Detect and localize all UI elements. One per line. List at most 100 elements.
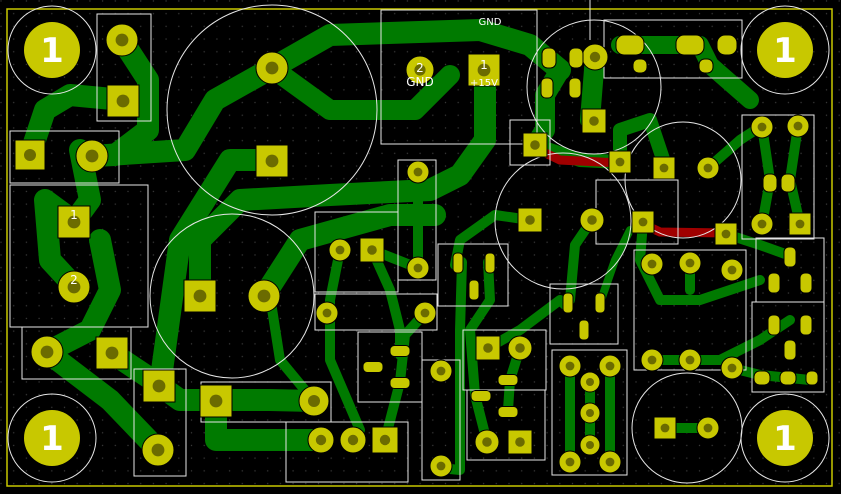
drill-hole [586,378,594,386]
drill-hole [67,215,81,229]
drill-hole [638,217,648,227]
drill-hole [40,345,54,359]
drill-hole [587,215,597,225]
drill-hole [115,33,129,47]
drill-hole [436,366,446,376]
board-edge-outline [6,8,833,487]
mounting-holes: 1 1 1 1 [24,22,813,466]
drill-hole [477,63,491,77]
smd-pad[interactable] [578,319,590,341]
drill-hole [793,121,803,131]
connector-pin2-name: GND [406,75,434,89]
drill-hole [315,434,327,446]
mounting-hole-label: 1 [40,419,64,459]
capacitor-pin1-number: 1 [70,208,78,222]
drill-hole [483,343,493,353]
drill-hole [436,461,446,471]
smd-pad[interactable] [675,34,705,56]
smd-pad[interactable] [362,361,384,373]
mounting-hole-label: 1 [40,31,64,71]
drill-hole [257,289,271,303]
smd-pad[interactable] [568,47,584,69]
drill-hole [530,140,540,150]
smd-pad[interactable] [698,58,714,74]
drill-hole [151,443,165,457]
drill-hole [265,61,279,75]
drill-hole [605,361,615,371]
smd-pad[interactable] [497,406,519,418]
through-hole-pad[interactable] [475,335,501,361]
drill-hole [413,167,423,177]
smd-pad[interactable] [783,339,797,361]
gnd-net-label: GND [479,17,502,28]
smd-pad[interactable] [562,292,574,314]
smd-pad[interactable] [780,173,796,193]
smd-pad[interactable] [452,252,464,274]
drill-hole [659,163,669,173]
smd-pad[interactable] [389,345,411,357]
smd-pad[interactable] [767,272,781,294]
smd-pad[interactable] [799,272,813,294]
drill-hole [209,394,223,408]
drill-hole [420,308,430,318]
smd-pad[interactable] [540,77,554,99]
smd-pad[interactable] [541,47,557,69]
smd-pad[interactable] [389,377,411,389]
smd-pad[interactable] [568,77,582,99]
drill-hole [347,434,359,446]
mounting-hole-top-right[interactable]: 1 [757,22,813,78]
mounting-hole-bottom-right[interactable]: 1 [757,410,813,466]
drill-hole [647,259,657,269]
drill-hole [414,64,426,76]
drill-hole [152,379,166,393]
drill-hole [727,265,737,275]
drill-hole [565,457,575,467]
smd-pad[interactable] [470,390,492,402]
drill-hole [685,355,695,365]
drill-hole [660,423,670,433]
mounting-hole-label: 1 [773,31,797,71]
smd-pad[interactable] [594,292,606,314]
drill-hole [24,149,36,161]
smd-pad[interactable] [484,252,496,274]
drill-hole [105,346,119,360]
smd-pad[interactable] [753,370,771,386]
drill-hole [85,149,99,163]
smd-pad[interactable] [767,314,781,336]
drill-hole [413,263,423,273]
smd-pad[interactable] [779,370,797,386]
connector-pin2-number: 2 [416,61,424,75]
drill-hole [515,343,525,353]
drill-hole [193,289,207,303]
drill-hole [265,154,279,168]
smd-pad[interactable] [716,34,738,56]
smd-pad[interactable] [783,246,797,268]
drill-hole [795,219,805,229]
drill-hole [589,51,601,63]
mounting-hole-top-left[interactable]: 1 [24,22,80,78]
drill-hole [685,258,695,268]
drill-hole [515,437,525,447]
smd-pad[interactable] [632,58,648,74]
connector-pin1-name: +15V [470,78,498,89]
drill-hole [586,441,594,449]
smd-pad[interactable] [762,173,778,193]
mounting-hole-bottom-left[interactable]: 1 [24,410,80,466]
pads [14,23,819,478]
smd-pad[interactable] [805,370,819,386]
connector-pin1-number: 1 [480,58,488,72]
drill-hole [322,308,332,318]
smd-pad[interactable] [497,374,519,386]
silkscreen-labels: GND 2 GND 1 +15V 1 2 [70,17,502,287]
drill-hole [482,437,492,447]
drill-hole [757,219,767,229]
smd-pad[interactable] [615,34,645,56]
drill-hole [565,361,575,371]
smd-pad[interactable] [799,314,813,336]
silkscreen-outlines [7,0,830,484]
drill-hole [727,363,737,373]
drill-hole [647,355,657,365]
smd-pad[interactable] [468,279,480,301]
